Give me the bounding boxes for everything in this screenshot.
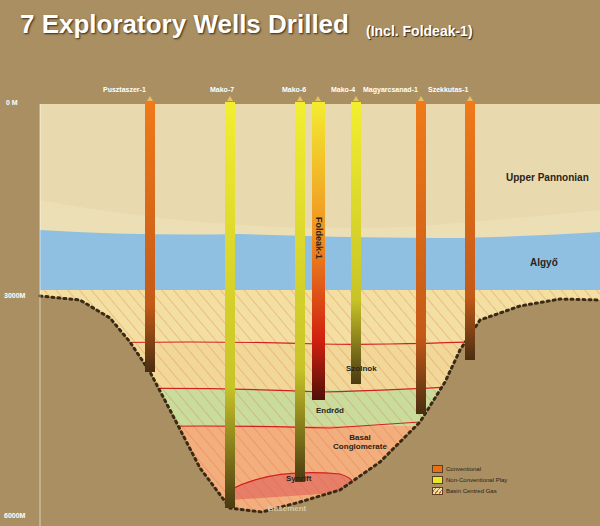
- layer-name: Basal Conglomerate: [330, 434, 390, 452]
- layer-name: Upper Pannonian: [506, 172, 589, 183]
- well-name: Mako-6: [282, 86, 306, 94]
- layer-name: Basement: [268, 505, 306, 514]
- well-name: Foldeak-1: [313, 217, 323, 259]
- legend-text: Basin Centred Gas: [446, 488, 497, 494]
- layer-name: Synrift: [286, 475, 311, 484]
- legend-row: Basin Centred Gas: [432, 487, 497, 495]
- layer-name: Szolnok: [346, 365, 377, 374]
- legend-row: Conventional: [432, 465, 481, 473]
- title: 7 Exploratory Wells Drilled: [20, 10, 349, 39]
- legend-swatch: [432, 465, 443, 473]
- legend-text: Non-Conventional Play: [446, 477, 507, 483]
- legend-row: Non-Conventional Play: [432, 476, 507, 484]
- layer-name: Algyő: [530, 257, 558, 268]
- well-name: Magyarcsanad-1: [363, 86, 418, 94]
- legend-swatch: [432, 487, 443, 495]
- well-name: Mako-7: [210, 86, 234, 94]
- well-name: Mako-4: [331, 86, 355, 94]
- legend-swatch: [432, 476, 443, 484]
- depth-label: 6000M: [4, 512, 25, 520]
- depth-label: 3000M: [4, 292, 25, 300]
- depth-label: 0 M: [6, 99, 18, 107]
- legend-text: Conventional: [446, 466, 481, 472]
- layer-name: Endrőd: [316, 407, 344, 416]
- well-name: Szekkutas-1: [428, 86, 468, 94]
- well-name: Pusztaszer-1: [103, 86, 146, 94]
- subtitle: (Incl. Foldeak-1): [366, 24, 473, 39]
